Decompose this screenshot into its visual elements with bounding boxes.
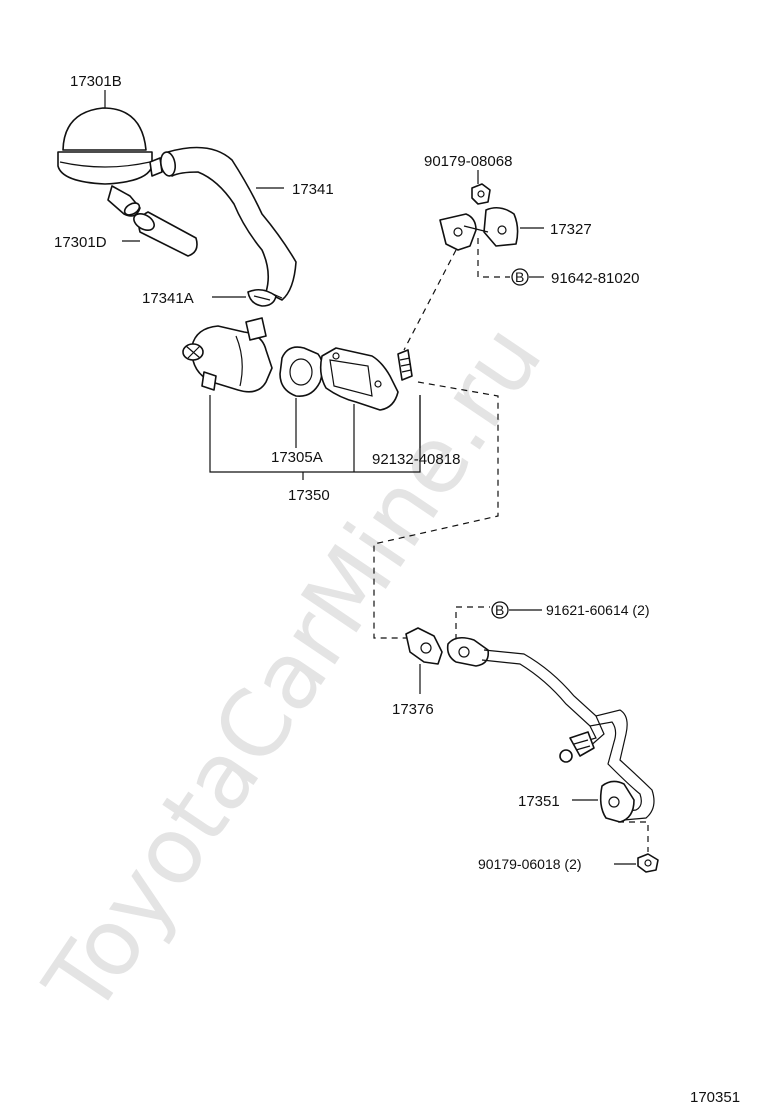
dashed-bolt-path-2: [455, 606, 490, 640]
label-90179-06018: 90179-06018 (2): [478, 856, 582, 872]
bolt-marker-b-2-text: B: [495, 602, 504, 618]
valve-flange-body: [319, 347, 413, 411]
label-91621-60614: 91621-60614 (2): [546, 602, 650, 618]
dashed-connector-path: [373, 381, 499, 639]
hose-clamp: [247, 288, 277, 307]
label-91642-81020: 91642-81020: [551, 270, 639, 287]
label-17301B: 17301B: [70, 73, 122, 90]
label-17341A: 17341A: [142, 290, 194, 307]
air-injection-pipe: [446, 636, 655, 823]
label-90179-08068: 90179-08068: [424, 153, 512, 170]
group-bracket-leaders: [295, 395, 421, 480]
label-92132-40818: 92132-40818: [372, 451, 460, 468]
pipe-gasket: [405, 627, 443, 665]
dashed-stud-path: [403, 249, 457, 351]
diagram-reference-number: 170351: [690, 1089, 740, 1106]
air-cleaner-dome: [57, 107, 163, 217]
curved-hose: [159, 146, 297, 301]
dashed-bolt-path-1: [477, 238, 510, 278]
bolt-marker-b-1: [511, 268, 529, 286]
label-17341: 17341: [292, 181, 334, 198]
bolt-marker-b-1-text: B: [515, 269, 524, 285]
mounting-bracket: [439, 206, 519, 251]
nut-90179-08068: [471, 183, 491, 205]
label-17301D: 17301D: [54, 234, 107, 251]
label-17327: 17327: [550, 221, 592, 238]
label-17351: 17351: [518, 793, 560, 810]
air-control-valve: [182, 317, 273, 393]
bolt-marker-b-2: [491, 601, 509, 619]
dashed-nut-path: [618, 821, 649, 852]
nut-90179-06018: [637, 853, 659, 873]
label-17305A: 17305A: [271, 449, 323, 466]
gasket-ring: [279, 346, 324, 398]
label-17376: 17376: [392, 701, 434, 718]
watermark-text: ToyotaCarMine.ru: [24, 306, 563, 1033]
short-hose: [133, 211, 198, 257]
label-17350: 17350: [288, 487, 330, 504]
